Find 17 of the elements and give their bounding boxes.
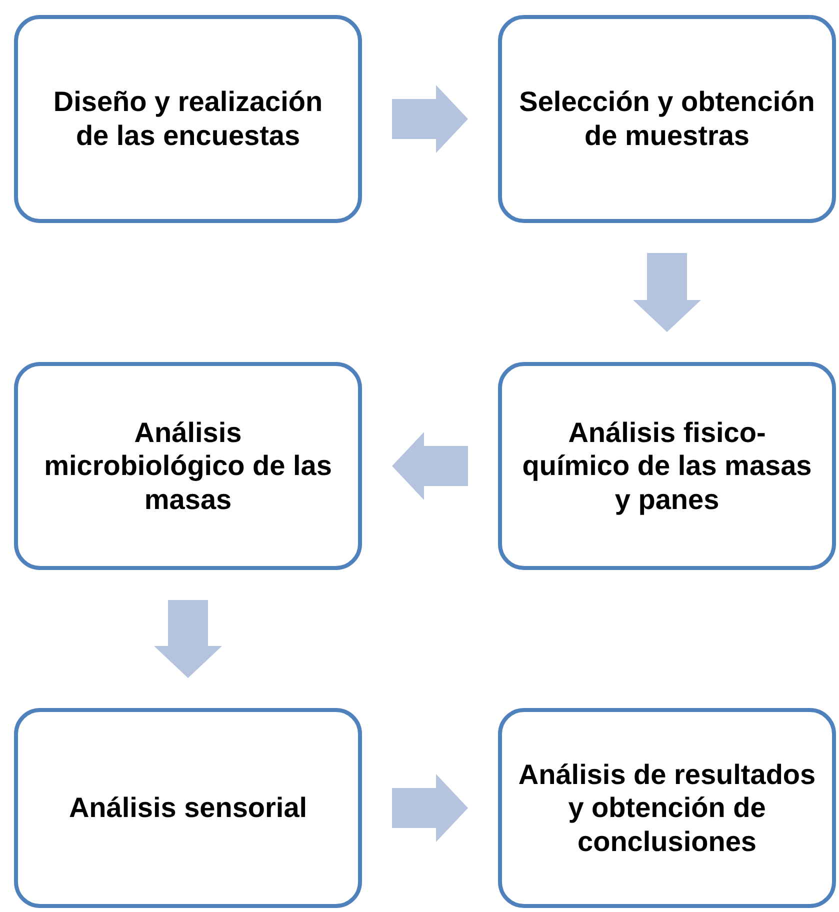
process-box (14, 15, 362, 223)
step-label: Selección y obtención de muestras (518, 85, 816, 153)
block-arrow (154, 600, 222, 678)
step-label: Análisis microbiológico de las masas (43, 416, 333, 516)
block-arrow (392, 85, 468, 153)
block-arrow (633, 253, 701, 332)
step-label: Análisis fisico-químico de las masas y panes (521, 416, 813, 516)
process-box (498, 708, 836, 908)
process-box (498, 15, 836, 223)
step-label: Análisis sensorial (68, 791, 308, 825)
step-label: Análisis de resultados y obtención de conclusiones (518, 758, 816, 858)
block-arrow (392, 774, 468, 842)
process-box (14, 708, 362, 908)
process-box (14, 362, 362, 570)
block-arrow (392, 432, 468, 500)
process-box (498, 362, 836, 570)
step-label: Diseño y realización de las encuestas (52, 85, 324, 153)
